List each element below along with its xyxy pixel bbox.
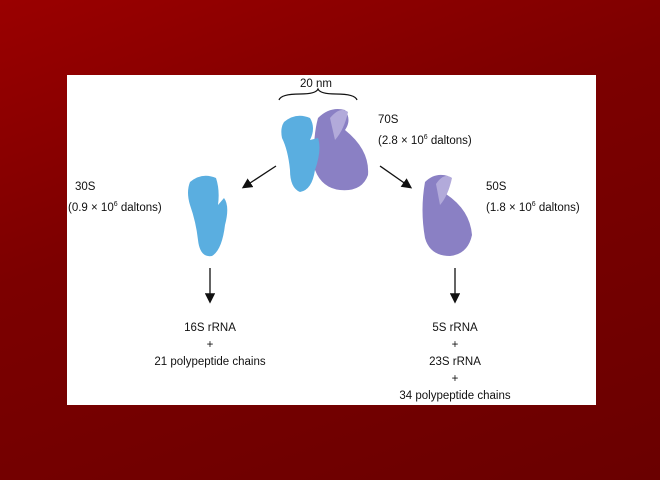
- label-50s: 50S: [486, 181, 507, 193]
- scale-brace: [278, 87, 358, 101]
- component-30s-rrna: 16S rRNA: [184, 322, 236, 334]
- plus-sign: +: [451, 373, 459, 385]
- component-30s-proteins: 21 polypeptide chains: [154, 356, 266, 368]
- plus-sign: +: [451, 339, 459, 351]
- plus-sign: +: [206, 339, 214, 351]
- ribosome-70s-small-subunit: [281, 115, 320, 192]
- mass-70s: (2.8 × 106 daltons): [378, 134, 472, 147]
- arrow-to-30s: [241, 165, 277, 189]
- scale-label: 20 nm: [300, 78, 332, 90]
- label-30s: 30S: [75, 181, 96, 193]
- mass-50s: (1.8 × 106 daltons): [486, 201, 580, 214]
- component-50s-23s-rrna: 23S rRNA: [429, 356, 481, 368]
- subunit-50s-shape: [422, 174, 472, 256]
- mass-30s: (0.9 × 106 daltons): [68, 201, 162, 214]
- component-50s-proteins: 34 polypeptide chains: [399, 390, 511, 402]
- ribosome-70s-large-subunit: [314, 109, 369, 191]
- label-70s: 70S: [378, 114, 399, 126]
- arrow-to-50s: [379, 165, 413, 189]
- subunit-30s-shape: [188, 175, 228, 257]
- component-50s-5s-rrna: 5S rRNA: [432, 322, 478, 334]
